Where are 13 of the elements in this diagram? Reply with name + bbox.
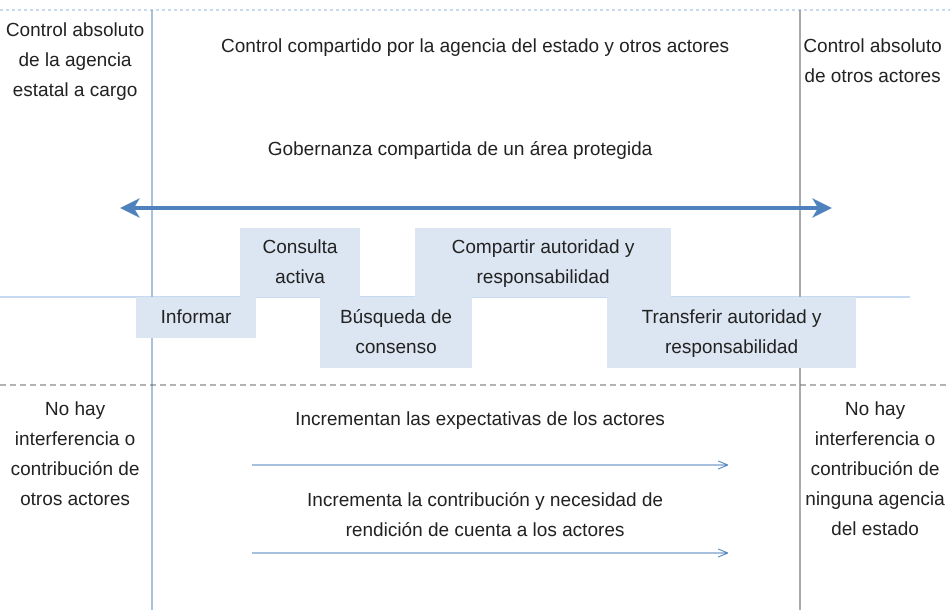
stage-box: Consulta activa [240,228,360,297]
trend-text: Incrementan las expectativas de los actores [294,408,666,432]
stage-box: Búsqueda de consenso [320,297,472,368]
stage-box: Transferir autoridad y responsabilidad [607,297,856,368]
column-heading: Control compartido por la agencia del estado y otros actores [220,35,730,59]
stage-box: Compartir autoridad y responsabilidad [415,228,671,297]
outcome-text: No hay interferencia o contribución de ninguna agencia del estado [804,398,946,542]
column-heading: Control absoluto de otros actores [802,35,943,89]
trend-text: Incrementa la contribución y necesidad de rendición de cuenta a los actores [306,489,664,543]
scale-title: Gobernanza compartida de un área protegida [266,138,654,162]
outcome-text: No hay interferencia o contribución de otros actores [10,398,140,512]
stage-box: Informar [136,297,256,338]
column-heading: Control absoluto de la agencia estatal a cargo [4,19,146,103]
